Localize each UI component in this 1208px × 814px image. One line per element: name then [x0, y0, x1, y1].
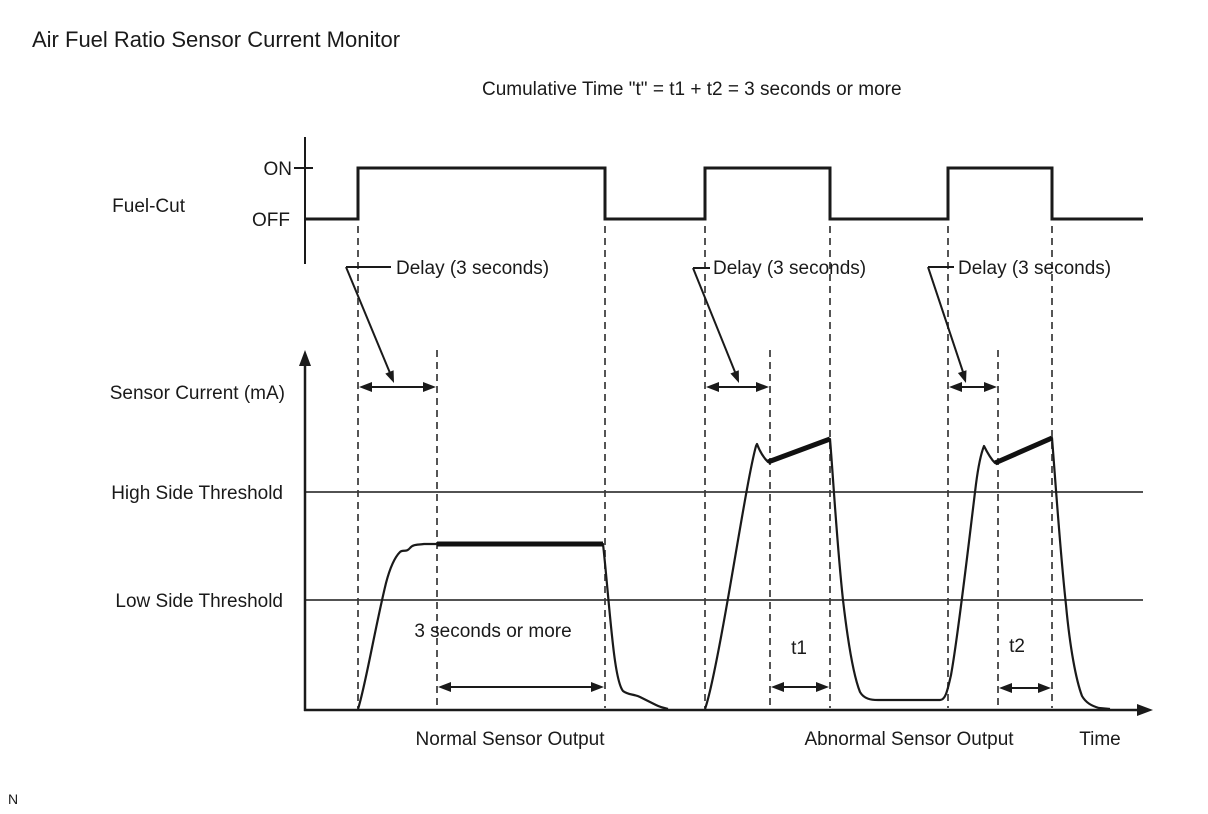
cumulative-time-subtitle: Cumulative Time "t" = t1 + t2 = 3 second…: [482, 79, 902, 100]
t1-label: t1: [791, 638, 807, 659]
delay1-leader-diagonal: [345, 266, 391, 374]
abnormal-monitored-bold-segment-t2: [993, 435, 1054, 466]
abnormal-sensor-output-trace: [703, 436, 1111, 711]
t1-arrowhead-left-icon: [771, 682, 784, 692]
low-side-threshold-label: Low Side Threshold: [115, 591, 283, 612]
dashed-guides: [357, 226, 1053, 708]
delay1-leader-arrowhead-icon: [385, 370, 394, 383]
delay2-label: Delay (3 seconds): [713, 258, 866, 279]
time-axis-label: Time: [1079, 729, 1121, 750]
page-title: Air Fuel Ratio Sensor Current Monitor: [32, 27, 400, 52]
delay2-arrowhead-left-icon: [706, 382, 719, 392]
fuel-cut-on-label: ON: [264, 159, 293, 180]
delay2-leader-arrowhead-icon: [730, 370, 739, 383]
t2-arrowhead-right-icon: [1038, 683, 1051, 693]
fuel-cut-label: Fuel-Cut: [112, 196, 186, 217]
fuel-cut-waveform: [306, 166, 1143, 221]
sensor-current-block: Sensor Current (mA) High Side Threshold …: [110, 350, 1153, 716]
delay3-leader-arrowhead-icon: [957, 370, 967, 383]
duration-annotations: 3 seconds or more t1 t2: [414, 621, 1051, 693]
normal-sensor-output-label: Normal Sensor Output: [415, 729, 605, 750]
t1-arrowhead-right-icon: [816, 682, 829, 692]
high-side-threshold-label: High Side Threshold: [111, 483, 283, 504]
delay3-arrowhead-left-icon: [949, 382, 962, 392]
footer-labels: Normal Sensor Output Abnormal Sensor Out…: [415, 729, 1120, 750]
normal-duration-label: 3 seconds or more: [414, 621, 571, 642]
t2-label: t2: [1009, 636, 1025, 657]
fuel-cut-off-label: OFF: [252, 210, 290, 231]
abnormal-monitored-bold-segment-t1: [767, 436, 831, 465]
t2-arrowhead-left-icon: [999, 683, 1012, 693]
delay1-arrowhead-right-icon: [423, 382, 436, 392]
delay1-label: Delay (3 seconds): [396, 258, 549, 279]
axis-up-arrowhead-icon: [299, 350, 311, 366]
page-corner-marker: N: [8, 791, 18, 807]
axis-right-arrowhead-icon: [1137, 704, 1153, 716]
delay1-arrowhead-left-icon: [359, 382, 372, 392]
delay3-label: Delay (3 seconds): [958, 258, 1111, 279]
normal-sensor-output-trace: [356, 542, 669, 711]
delay2-arrowhead-right-icon: [756, 382, 769, 392]
delay2-leader-diagonal: [692, 267, 736, 373]
sensor-current-axis-label: Sensor Current (mA): [110, 383, 285, 404]
normal-duration-arrowhead-left-icon: [438, 682, 451, 692]
abnormal-sensor-output-label: Abnormal Sensor Output: [804, 729, 1014, 750]
delay-annotations: Delay (3 seconds) Delay (3 seconds) Dela…: [345, 258, 1111, 392]
fuel-cut-block: Fuel-Cut ON OFF: [112, 137, 1143, 264]
normal-duration-arrowhead-right-icon: [591, 682, 604, 692]
delay3-arrowhead-right-icon: [984, 382, 997, 392]
delay3-leader-diagonal: [927, 266, 964, 373]
